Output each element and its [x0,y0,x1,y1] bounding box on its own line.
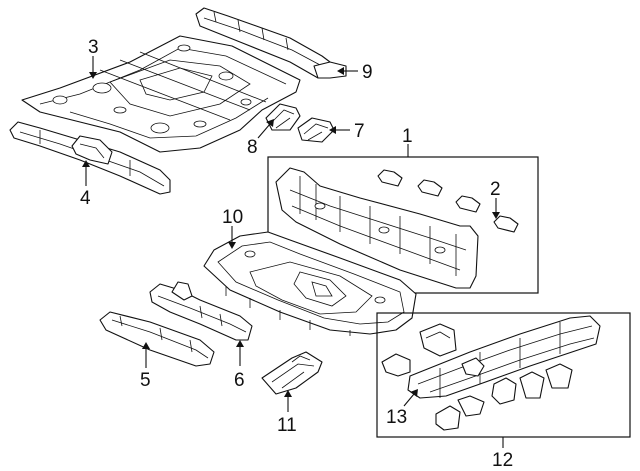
part-1-rear-panel-group [267,156,539,294]
callout-8: 8 [247,137,258,158]
part-8-bracket [265,103,301,131]
part-9-cross-member [195,7,347,79]
part-12-frame-rail-group [376,312,631,438]
part-5-floor-sill [99,311,215,367]
part-6-floor-side-member [149,281,253,341]
callout-labels: 3 9 8 7 1 4 2 10 5 6 13 11 12 [80,37,513,471]
callout-6: 6 [234,370,245,391]
part-7-bracket [297,117,335,143]
callout-3: 3 [88,37,99,58]
callout-12: 12 [492,450,513,471]
leader-lines [82,56,504,448]
callout-7: 7 [354,121,365,142]
part-4-floor-member [9,121,171,195]
callout-9: 9 [362,62,373,83]
part-10-spare-tire-pan [203,231,417,336]
callout-4: 4 [80,188,91,209]
callout-11: 11 [277,415,297,436]
callout-10: 10 [222,207,243,228]
callout-1: 1 [402,126,413,147]
part-11-floor-patch [261,351,323,395]
callout-5: 5 [140,370,151,391]
callout-2: 2 [490,179,501,200]
part-3-rear-floor-pan [21,35,301,153]
callout-13: 13 [386,407,407,428]
